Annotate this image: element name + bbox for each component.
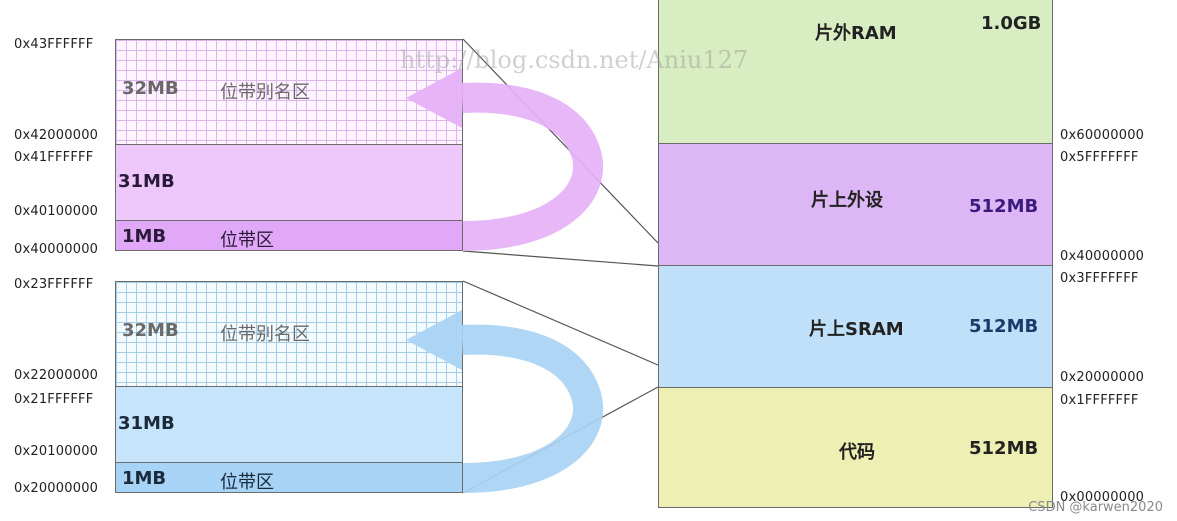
periph-alias-size: 32MB — [122, 78, 179, 99]
blue-curved-arrow-icon — [461, 324, 604, 493]
periph-bitband-region: 1MB 位带区 — [115, 220, 463, 251]
code-name: 代码 — [839, 442, 875, 463]
connector-line — [462, 38, 659, 244]
sram-31mb-region: 31MB — [115, 386, 463, 463]
sram-31mb-size: 31MB — [118, 413, 175, 434]
periph-bitband-label: 位带区 — [220, 230, 274, 251]
connector-line — [462, 250, 659, 267]
sram-alias-region: 32MB 位带别名区 — [115, 281, 463, 387]
code-region: 代码 512MB — [658, 387, 1053, 508]
right-addr-5FFFFFFF: 0x5FFFFFFF — [1060, 150, 1139, 165]
periph-31mb-size: 31MB — [118, 171, 175, 192]
right-addr-20000000: 0x20000000 — [1060, 370, 1145, 385]
credit-text: CSDN @karwen2020 — [1028, 500, 1163, 515]
purple-arrowhead-icon — [406, 68, 462, 128]
sram-bitband-label: 位带区 — [220, 472, 274, 493]
sram-alias-size: 32MB — [122, 320, 179, 341]
right-addr-00000000: 0x00000000 — [1060, 490, 1145, 505]
addr-43FFFFFF: 0x43FFFFFF — [14, 37, 94, 52]
right-addr-3FFFFFFF: 0x3FFFFFFF — [1060, 271, 1139, 286]
addr-20100000: 0x20100000 — [14, 444, 99, 459]
periph-size: 512MB — [969, 196, 1039, 217]
sram-region: 片上SRAM 512MB — [658, 265, 1053, 388]
addr-22000000: 0x22000000 — [14, 368, 99, 383]
sram-name: 片上SRAM — [809, 319, 904, 340]
addr-21FFFFFF: 0x21FFFFFF — [14, 392, 94, 407]
addr-20000000: 0x20000000 — [14, 481, 99, 496]
connector-line — [462, 280, 659, 366]
blue-arrowhead-icon — [406, 310, 462, 370]
addr-23FFFFFF: 0x23FFFFFF — [14, 277, 94, 292]
addr-40100000: 0x40100000 — [14, 204, 99, 219]
ext-ram-size: 1.0GB — [981, 13, 1042, 34]
sram-bitband-region: 1MB 位带区 — [115, 462, 463, 493]
purple-curved-arrow-icon — [461, 82, 604, 251]
code-size: 512MB — [969, 438, 1039, 459]
periph-name: 片上外设 — [811, 190, 883, 211]
periph-alias-region: 32MB 位带别名区 — [115, 39, 463, 145]
sram-alias-label: 位带别名区 — [220, 324, 310, 345]
addr-42000000: 0x42000000 — [14, 128, 99, 143]
periph-alias-label: 位带别名区 — [220, 82, 310, 103]
right-addr-60000000: 0x60000000 — [1060, 128, 1145, 143]
sram-size: 512MB — [969, 316, 1039, 337]
addr-40000000: 0x40000000 — [14, 242, 99, 257]
addr-41FFFFFF: 0x41FFFFFF — [14, 150, 94, 165]
sram-bitband-size: 1MB — [122, 468, 167, 489]
right-addr-1FFFFFFF: 0x1FFFFFFF — [1060, 393, 1139, 408]
right-addr-40000000: 0x40000000 — [1060, 249, 1145, 264]
watermark-text: http://blog.csdn.net/Aniu127 — [400, 46, 749, 74]
periph-bitband-size: 1MB — [122, 226, 167, 247]
ext-ram-region: 片外RAM 1.0GB — [658, 0, 1053, 144]
ext-ram-name: 片外RAM — [815, 23, 897, 44]
